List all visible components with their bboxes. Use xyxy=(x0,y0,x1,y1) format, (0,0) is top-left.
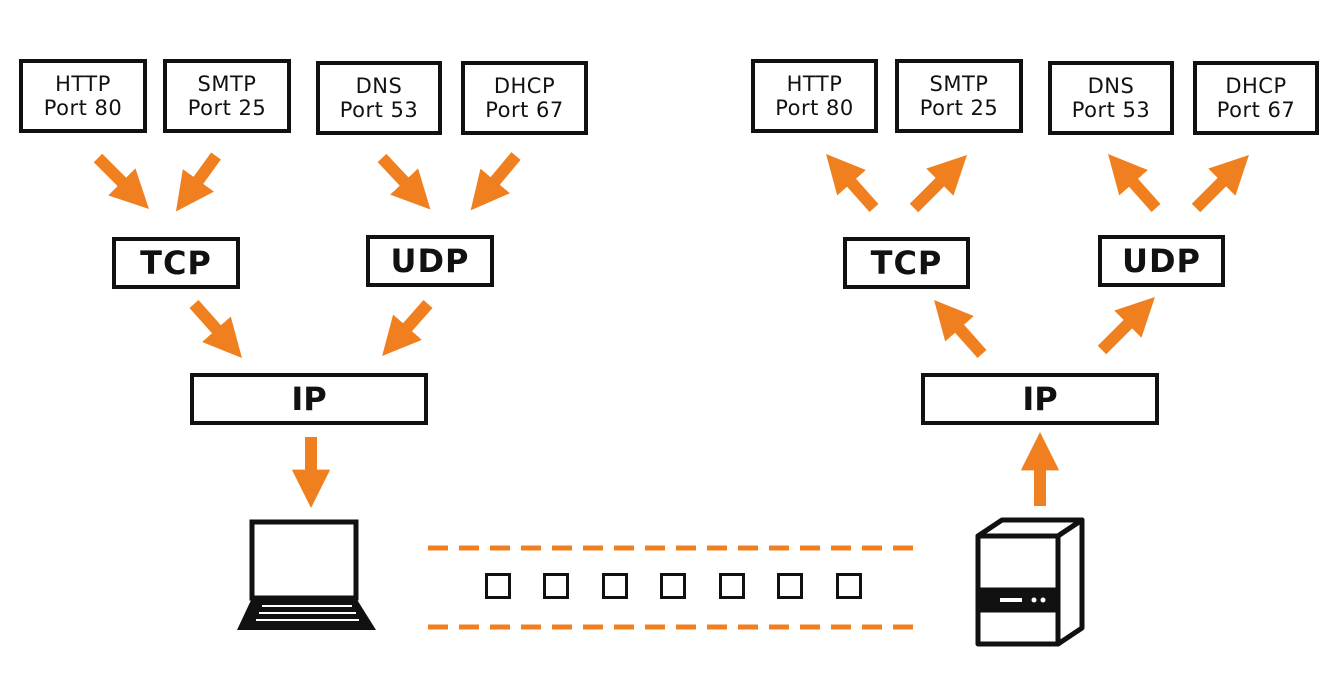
arrow-tcp-to-http-right xyxy=(826,154,879,212)
service-name: DHCP xyxy=(1225,73,1287,98)
laptop-icon xyxy=(237,519,376,630)
left-smtp-box: SMTP Port 25 xyxy=(163,59,291,133)
udp-label: UDP xyxy=(390,241,470,280)
arrow-tcp-to-ip-left xyxy=(189,300,242,358)
server-icon xyxy=(975,517,1085,647)
right-udp-box: UDP xyxy=(1098,235,1225,287)
arrow-tcp-to-smtp-right xyxy=(909,155,967,213)
right-dns-box: DNS Port 53 xyxy=(1048,61,1174,135)
service-name: SMTP xyxy=(929,71,989,96)
service-port: Port 25 xyxy=(187,96,267,120)
service-port: Port 53 xyxy=(339,98,419,122)
service-port: Port 80 xyxy=(43,96,123,120)
packet-icon xyxy=(602,573,628,599)
left-http-box: HTTP Port 80 xyxy=(19,59,147,133)
arrow-ip-to-tcp-right xyxy=(934,300,987,358)
service-name: DNS xyxy=(1087,73,1135,98)
left-dns-box: DNS Port 53 xyxy=(316,61,442,135)
arrow-udp-to-dhcp-right xyxy=(1191,155,1249,213)
left-ip-box: IP xyxy=(190,373,428,425)
arrow-smtp-to-tcp-left xyxy=(175,152,221,212)
service-name: HTTP xyxy=(55,71,111,96)
service-name: SMTP xyxy=(197,71,257,96)
arrow-ip-to-udp-right xyxy=(1097,297,1155,355)
right-dhcp-box: DHCP Port 67 xyxy=(1193,61,1319,135)
right-smtp-box: SMTP Port 25 xyxy=(895,59,1023,133)
service-port: Port 80 xyxy=(775,96,854,120)
service-port: Port 53 xyxy=(1071,98,1151,122)
service-name: DNS xyxy=(355,73,403,98)
ip-label: IP xyxy=(291,379,327,418)
packet-icon xyxy=(543,573,569,599)
tcp-label: TCP xyxy=(140,243,212,282)
service-name: HTTP xyxy=(786,71,843,96)
arrow-dhcp-to-udp-left xyxy=(470,152,521,211)
packet-icon xyxy=(719,573,745,599)
tcp-label: TCP xyxy=(870,243,943,282)
arrow-udp-to-ip-left xyxy=(382,300,433,356)
ip-label: IP xyxy=(1022,379,1058,418)
arrow-http-to-tcp-left xyxy=(93,153,149,209)
packet-icon xyxy=(777,573,803,599)
right-tcp-box: TCP xyxy=(843,237,970,289)
service-port: Port 67 xyxy=(485,98,564,122)
service-port: Port 67 xyxy=(1216,98,1296,122)
udp-label: UDP xyxy=(1122,241,1201,280)
left-udp-box: UDP xyxy=(366,235,494,287)
right-http-box: HTTP Port 80 xyxy=(751,59,878,133)
left-dhcp-box: DHCP Port 67 xyxy=(461,61,588,135)
packet-icon xyxy=(485,573,511,599)
packet-icon xyxy=(660,573,686,599)
right-ip-box: IP xyxy=(921,373,1159,425)
arrow-udp-to-dns-right xyxy=(1108,154,1161,212)
service-port: Port 25 xyxy=(919,96,999,120)
left-tcp-box: TCP xyxy=(112,237,240,289)
packet-icon xyxy=(836,573,862,599)
arrow-dns-to-udp-left xyxy=(377,153,431,210)
service-name: DHCP xyxy=(493,73,556,98)
